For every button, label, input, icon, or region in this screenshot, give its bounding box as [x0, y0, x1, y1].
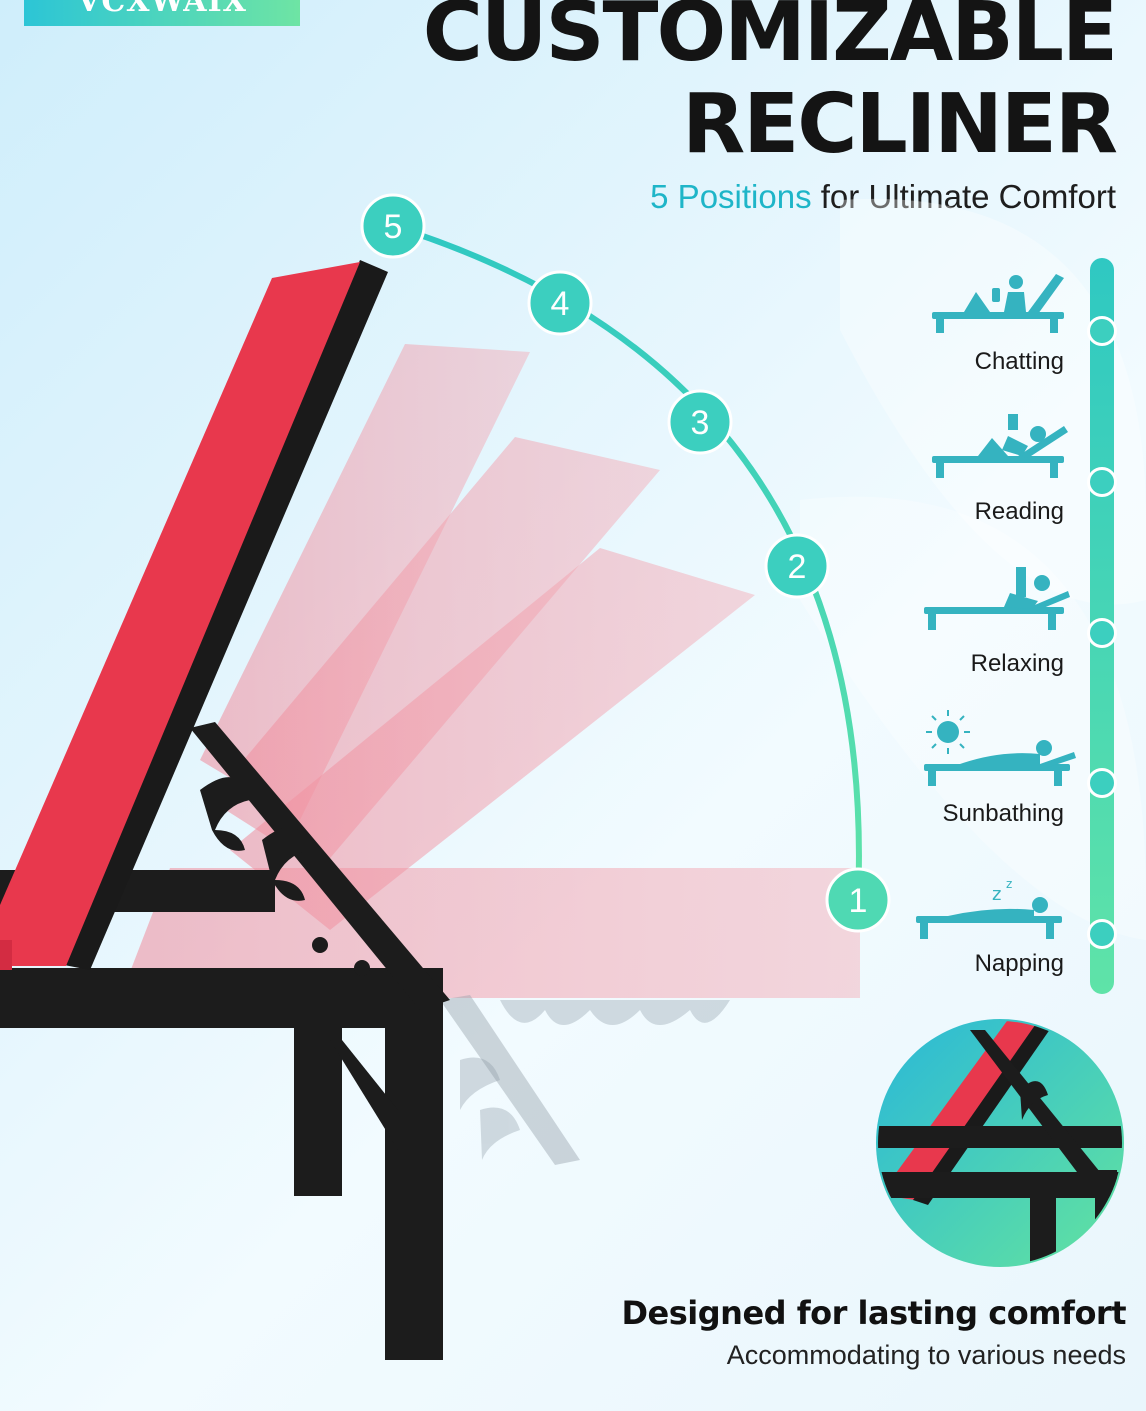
arc-badge-3: 3 [667, 389, 733, 455]
subtitle-accent: 5 Positions [650, 178, 812, 215]
brand-logo-badge: VCXWAIX [24, 0, 300, 26]
arc-number-5: 5 [384, 208, 403, 246]
ghost-backrest-position-4 [200, 344, 530, 820]
rail-dot-relaxing [1087, 618, 1117, 648]
position-label-sunbathing: Sunbathing [942, 800, 1064, 827]
svg-text:z: z [1006, 878, 1012, 891]
arc-badge-2: 2 [764, 533, 830, 599]
position-label-relaxing: Relaxing [970, 650, 1064, 677]
sunbathing-person-icon [924, 710, 1076, 786]
position-arc [392, 223, 862, 901]
svg-text:z: z [992, 884, 1001, 905]
hook-detail-inset [876, 1019, 1124, 1267]
arc-badge-4: 4 [527, 270, 593, 336]
backrest-red-cushion [0, 940, 12, 970]
ghost-lower-hooks [460, 1057, 520, 1160]
arc-badge-5: 5 [360, 193, 426, 259]
footer-title: Designed for lasting comfort [621, 1294, 1126, 1332]
reading-person-icon [932, 414, 1068, 478]
backrest-red-cushion [0, 262, 360, 966]
ghost-lower-leg [440, 995, 580, 1165]
position-label-reading: Reading [974, 498, 1064, 525]
napping-person-icon: z z [916, 878, 1062, 939]
bg-decor-shape [840, 198, 1146, 605]
relaxing-person-icon [924, 567, 1070, 630]
backrest-black-edge [64, 260, 388, 970]
subtitle: 5 Positions for Ultimate Comfort [650, 178, 1116, 216]
position-label-napping: Napping [974, 950, 1064, 977]
footer-subtitle: Accommodating to various needs [726, 1340, 1126, 1370]
subtitle-rest: for Ultimate Comfort [811, 178, 1116, 215]
arc-number-2: 2 [788, 548, 807, 586]
chatting-person-icon [932, 274, 1064, 333]
position-label-chatting: Chatting [974, 348, 1064, 375]
rail-dot-sunbathing [1087, 768, 1117, 798]
ghost-hook-bracket [500, 1000, 730, 1025]
headline-line-1: CUSTOMIZABLE [422, 0, 1118, 80]
headline-line-2: RECLINER [682, 77, 1118, 172]
arc-number-4: 4 [551, 285, 570, 323]
arc-number-3: 3 [691, 404, 710, 442]
arc-badge-1: 1 [825, 867, 891, 933]
ghost-backrest-position-2 [230, 548, 755, 930]
arc-number-1: 1 [849, 882, 868, 920]
rail-dot-chatting [1087, 316, 1117, 346]
brand-logo-text: VCXWAIX [77, 0, 247, 19]
rail-dot-napping [1087, 919, 1117, 949]
rail-dot-reading [1087, 467, 1117, 497]
